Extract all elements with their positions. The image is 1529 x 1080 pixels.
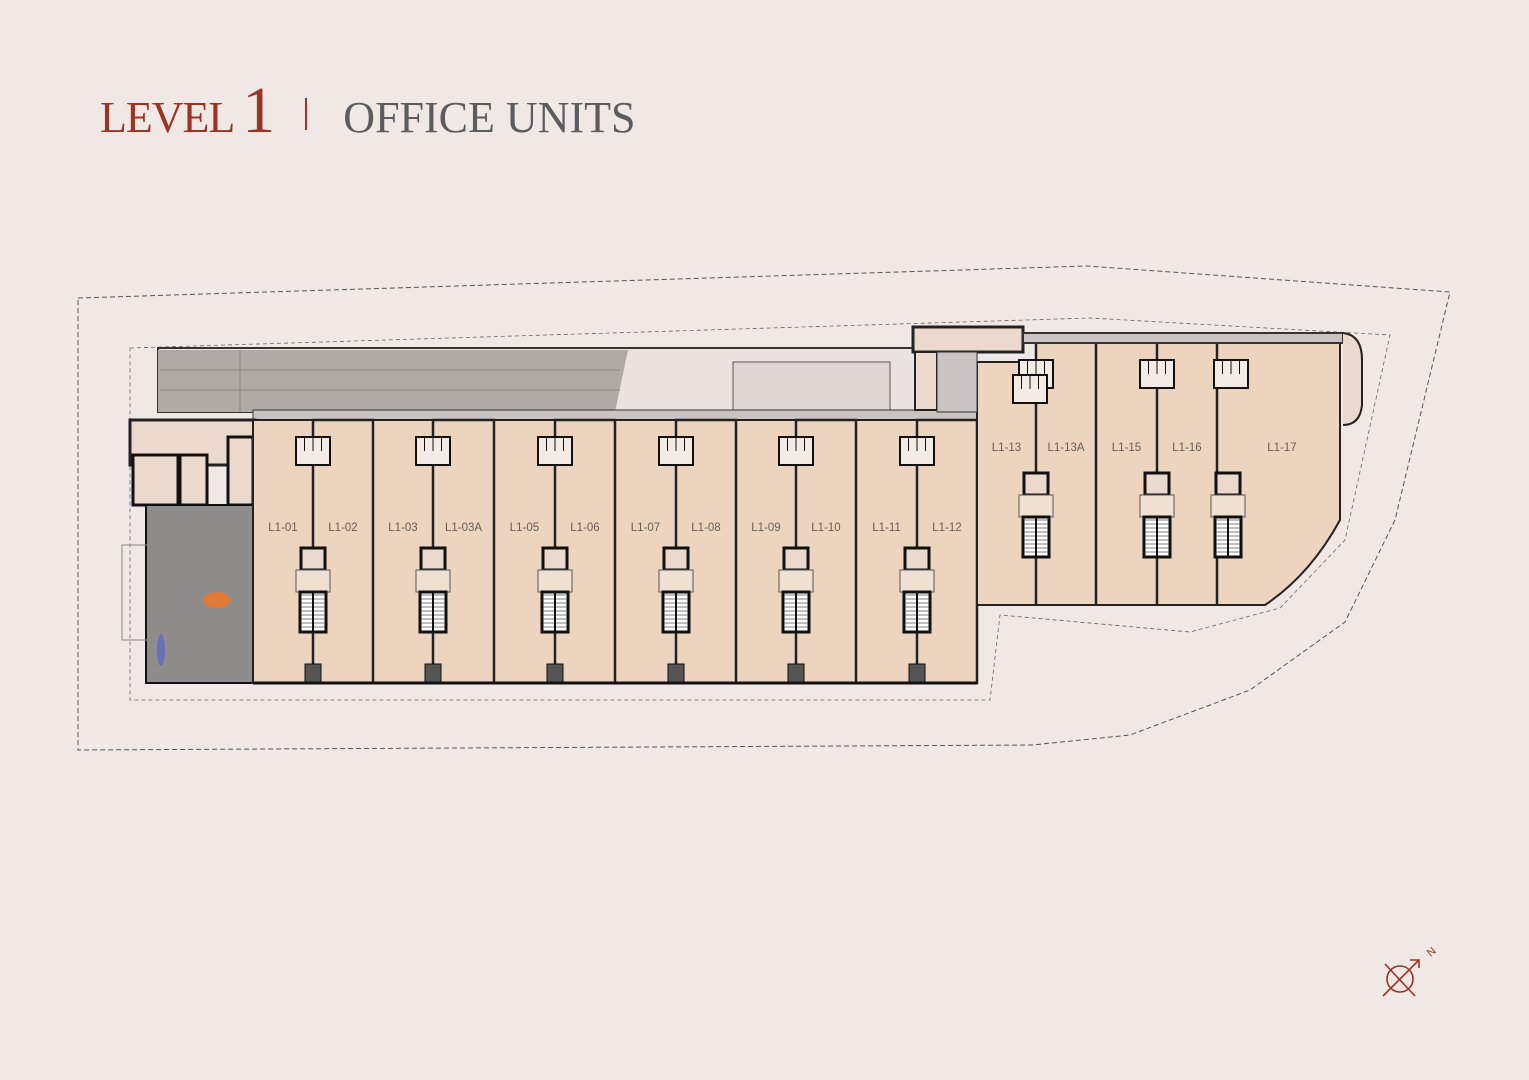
- unit-l1-17[interactable]: L1-17: [1267, 442, 1296, 454]
- lift-icon: [1143, 471, 1171, 497]
- unit-label: L1-16: [1172, 442, 1201, 454]
- unit-label: L1-13: [992, 442, 1021, 454]
- unit-label: L1-13A: [1047, 442, 1084, 454]
- entrance-canopy: [121, 544, 151, 641]
- lift-icon: [541, 546, 569, 572]
- unit-label: L1-02: [328, 522, 357, 534]
- west-units: L1-01 L1-02 L1-03 L1-03A L1-05 L1-06 L1-07 L1-0…: [252, 418, 979, 685]
- lift-icon: [782, 546, 810, 572]
- lift-icon: [1214, 471, 1242, 497]
- level-number: 1: [242, 74, 276, 147]
- unit-label: L1-03A: [445, 522, 482, 534]
- lift-icon: [299, 546, 327, 572]
- core-east: [911, 325, 1363, 426]
- lift-icon: [1022, 471, 1050, 497]
- unit-label: L1-01: [268, 522, 297, 534]
- level-word: LEVEL: [100, 93, 235, 142]
- unit-label: L1-17: [1267, 442, 1296, 454]
- unit-label: L1-06: [570, 522, 599, 534]
- unit-label: L1-11: [872, 522, 901, 534]
- page-title: LEVEL 1 OFFICE UNITS: [100, 78, 635, 144]
- lift-icon: [419, 546, 447, 572]
- unit-label: L1-08: [691, 522, 720, 534]
- unit-label: L1-09: [751, 522, 780, 534]
- unit-label: L1-10: [811, 522, 840, 534]
- unit-label: L1-07: [631, 522, 660, 534]
- unit-label: L1-05: [510, 522, 539, 534]
- unit-label: L1-15: [1112, 442, 1141, 454]
- unit-label: L1-12: [932, 522, 961, 534]
- core-west: [128, 418, 257, 507]
- compass-label: N: [1425, 945, 1439, 959]
- inner-boundary: [129, 317, 1391, 701]
- east-units: L1-13 L1-13A L1-15 L1-16 L1-17: [976, 342, 1341, 606]
- lobby-bench: [157, 634, 165, 666]
- lobby-furniture: [203, 592, 231, 608]
- site-boundary: [77, 265, 1451, 751]
- lift-icon: [662, 546, 690, 572]
- ramp-area: [157, 347, 980, 421]
- unit-label: L1-03: [388, 522, 417, 534]
- north-arrow-icon: [1382, 959, 1420, 997]
- page-subtitle: OFFICE UNITS: [343, 93, 636, 142]
- title-divider: [305, 98, 308, 130]
- lift-icon: [903, 546, 931, 572]
- unit-l1-13a[interactable]: L1-13A: [1047, 343, 1098, 605]
